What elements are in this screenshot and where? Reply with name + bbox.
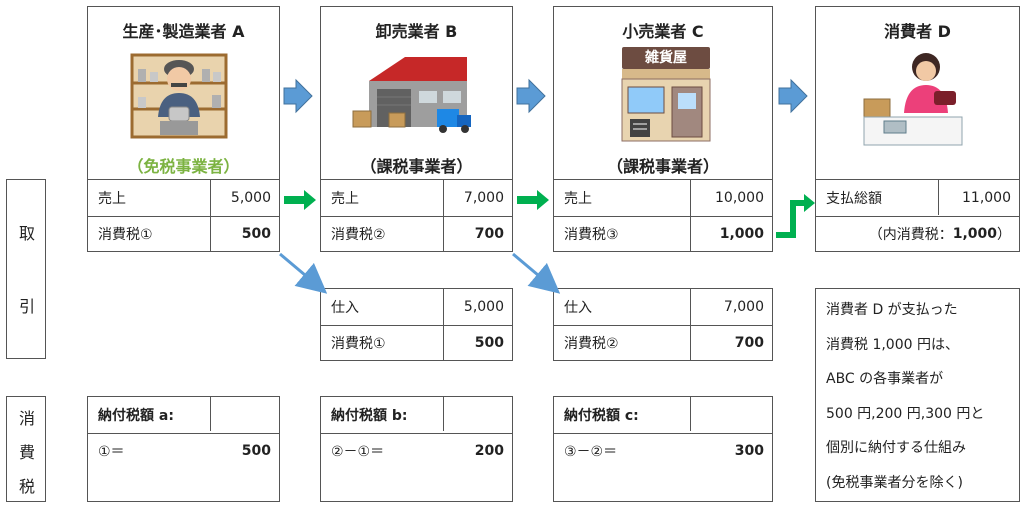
block-arrow-a-b	[283, 78, 313, 114]
sales-table-b: 売上 7,000 消費税② 700	[320, 179, 513, 252]
consumer-payment-table: 支払総額 11,000 （内消費税：1,000）	[815, 179, 1020, 252]
sales-c-label: 売上	[564, 191, 592, 207]
block-arrow-b-c	[516, 78, 546, 114]
shop-front-graphic	[621, 69, 711, 142]
green-arrow-c-d	[776, 194, 815, 238]
entity-b-status: （課税事業者）	[360, 157, 473, 176]
consumer-tax-note-value: 1,000	[952, 226, 997, 242]
shop-sign: 雑貨屋	[622, 47, 710, 69]
green-arrow-b-c	[517, 190, 549, 210]
green-arrow-a-b	[284, 190, 316, 210]
side-label-tax-3: 税	[18, 477, 35, 496]
purchase-c-label: 仕入	[564, 300, 592, 316]
warehouse-truck-icon	[352, 57, 471, 133]
diagonal-arrow-b-c	[512, 252, 561, 294]
sales-table-c: 売上 10,000 消費税③ 1,000	[553, 179, 773, 252]
sales-table-a: 売上 5,000 消費税① 500	[87, 179, 280, 252]
tax-payment-a-header: 納付税額 a:	[98, 408, 174, 424]
explanation-line: 消費税 1,000 円は、	[826, 336, 959, 353]
purchase-c-tax-label: 消費税②	[564, 336, 619, 352]
tax-payment-b-value: 200	[474, 443, 504, 459]
purchase-b-tax-label: 消費税①	[331, 336, 386, 352]
consumer-payment-value: 11,000	[962, 190, 1011, 206]
consumer-tax-note-suffix: ）	[997, 227, 1011, 243]
purchase-b-value: 5,000	[463, 299, 504, 315]
consumption-tax-side-box: 消 費 税	[6, 396, 46, 502]
sales-b-label: 売上	[331, 191, 359, 207]
tax-payment-b-header: 納付税額 b:	[331, 408, 408, 424]
explanation-box: 消費者 D が支払った 消費税 1,000 円は、 ABC の各事業者が 500…	[815, 288, 1020, 502]
entity-c-title: 小売業者 C	[622, 22, 704, 41]
tax-payment-c-header: 納付税額 c:	[564, 408, 639, 424]
purchase-b-tax-value: 500	[474, 335, 504, 351]
explanation-line: 消費者 D が支払った	[826, 302, 958, 318]
side-label-tax-2: 費	[18, 443, 35, 462]
entity-d-title: 消費者 D	[884, 22, 951, 41]
diagonal-arrow-a-b	[279, 252, 328, 294]
entity-a-status: （免税事業者）	[127, 157, 240, 176]
side-label-tax-1: 消	[18, 409, 35, 428]
tax-payment-c-formula: ③－②＝	[564, 444, 618, 460]
tax-payment-b-formula: ②－①＝	[331, 444, 385, 460]
entity-a-title: 生産･製造業者 A	[122, 22, 245, 41]
sales-a-tax-label: 消費税①	[98, 227, 153, 243]
sales-b-tax-label: 消費税②	[331, 227, 386, 243]
purchase-b-label: 仕入	[331, 300, 359, 316]
entity-d-box: 消費者 D	[815, 6, 1020, 180]
explanation-line: 個別に納付する仕組み	[826, 440, 966, 456]
tax-payment-table-b: 納付税額 b: ②－①＝ 200	[320, 396, 513, 502]
purchase-c-value: 7,000	[723, 299, 764, 315]
purchase-table-c: 仕入 7,000 消費税② 700	[553, 288, 773, 361]
sales-a-label: 売上	[98, 191, 126, 207]
sales-b-tax-value: 700	[474, 226, 504, 242]
consumer-payment-label: 支払総額	[826, 191, 882, 207]
tax-payment-table-a: 納付税額 a: ①＝ 500	[87, 396, 280, 502]
purchase-c-tax-value: 700	[734, 335, 764, 351]
entity-b-title: 卸売業者 B	[375, 22, 458, 41]
tax-payment-a-formula: ①＝	[98, 444, 125, 460]
entity-c-box: 小売業者 C 雑貨屋 （課税事業者）	[553, 6, 773, 180]
sales-a-value: 5,000	[230, 190, 271, 206]
side-label-transaction-1: 取	[18, 224, 35, 243]
consumer-tax-note: （内消費税：1,000）	[816, 216, 1021, 252]
sales-b-value: 7,000	[463, 190, 504, 206]
entity-a-box: 生産･製造業者 A （免税事業者）	[87, 6, 280, 180]
side-label-transaction-2: 引	[18, 297, 35, 316]
consumer-tax-note-prefix: （内消費税：	[868, 227, 953, 243]
tax-payment-table-c: 納付税額 c: ③－②＝ 300	[553, 396, 773, 502]
sales-c-value: 10,000	[715, 190, 764, 206]
tax-payment-a-value: 500	[241, 443, 271, 459]
transaction-side-box: 取 引	[6, 179, 46, 359]
sales-a-tax-value: 500	[241, 226, 271, 242]
shop-zakkaya-icon: 雑貨屋	[618, 47, 714, 142]
sales-c-tax-value: 1,000	[719, 226, 764, 242]
potter-workshop-icon	[130, 53, 228, 139]
entity-c-status: （課税事業者）	[606, 157, 719, 176]
block-arrow-c-d	[778, 78, 808, 114]
consumer-register-icon	[863, 53, 963, 146]
tax-payment-c-value: 300	[734, 443, 764, 459]
sales-c-tax-label: 消費税③	[564, 227, 619, 243]
purchase-table-b: 仕入 5,000 消費税① 500	[320, 288, 513, 361]
explanation-line: ABC の各事業者が	[826, 371, 944, 387]
explanation-line: (免税事業者分を除く)	[826, 474, 963, 491]
explanation-line: 500 円,200 円,300 円と	[826, 405, 985, 422]
